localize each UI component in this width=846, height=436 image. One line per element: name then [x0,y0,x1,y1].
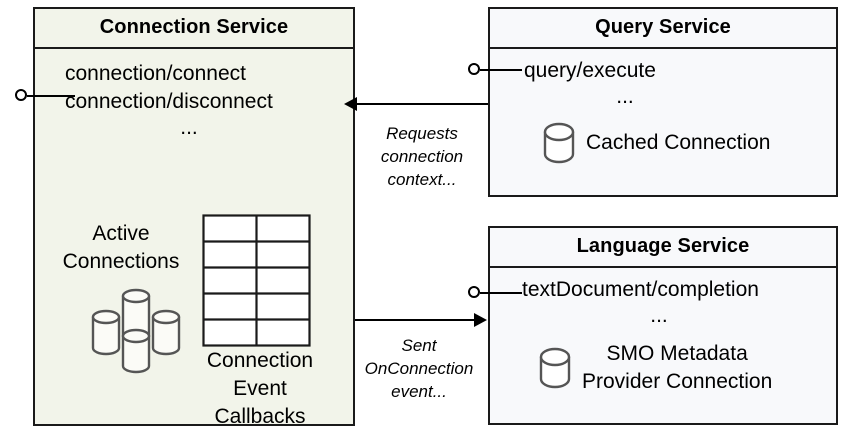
method-query-execute: query/execute [524,59,656,82]
provider-label-line2: Provider Connection [582,370,773,393]
callbacks-label-line2: Event [233,377,287,400]
active-connections-label-line1: Active [92,222,150,245]
query-service-title: Query Service [490,9,836,49]
database-icon [543,122,575,164]
callbacks-label-line1: Connection [206,349,314,372]
provider-label-line1: SMO Metadata [606,342,748,365]
database-icon [539,347,571,389]
query-service-methods-ellipsis: ... [616,85,634,108]
provider-connection-label: SMO Metadata Provider Connection [582,340,772,396]
callbacks-label-line3: Callbacks [214,405,306,428]
arrow-head-icon [474,313,487,327]
arrow-label-line3: event... [391,382,447,401]
lollipop-stem [27,95,75,97]
language-service-title: Language Service [490,228,836,268]
method-connection-disconnect: connection/disconnect [65,90,273,113]
connection-service-body: connection/connect connection/disconnect… [35,49,353,428]
cached-connection-label: Cached Connection [586,131,771,154]
method-connection-connect: connection/connect [65,62,246,85]
active-connections-label: Active Connections [41,220,201,276]
connection-event-callbacks-label: Connection Event Callbacks [185,347,335,431]
language-service-body: textDocument/completion ... SMO Metadata… [490,268,836,423]
component-language-service[interactable]: Language Service textDocument/completion… [488,226,838,425]
db-cluster-icon [91,288,181,374]
arrow-label-line2: OnConnection [364,359,474,378]
active-connections-label-line2: Connections [62,250,180,273]
connection-service-methods: connection/connect connection/disconnect… [35,60,353,140]
method-textdocument-completion: textDocument/completion [522,278,759,301]
language-service-methods: textDocument/completion ... [490,276,836,328]
arrow-label-line1: Sent [401,336,437,355]
lollipop-ball-icon [468,286,480,298]
arrow-label-line2: connection [380,147,464,166]
arrow-label-requests-connection-context: Requests connection context... [347,122,497,191]
query-service-body: query/execute ... Cached Connection [490,49,836,195]
lollipop-ball-icon [15,89,27,101]
arrow-shaft [356,103,488,105]
cached-connection-row: Cached Connection [542,121,770,165]
arrow-shaft [355,319,475,321]
component-query-service[interactable]: Query Service query/execute ... Cached C… [488,7,838,197]
arrow-head-icon [344,97,357,111]
connection-service-title: Connection Service [35,9,353,49]
lollipop-ball-icon [468,63,480,75]
component-connection-service[interactable]: Connection Service connection/connect co… [33,7,355,428]
lollipop-stem [480,292,522,294]
language-service-methods-ellipsis: ... [650,304,668,327]
query-service-methods: query/execute ... [490,57,836,109]
arrow-label-line1: Requests [386,124,458,143]
arrow-label-sent-onconnection-event: Sent OnConnection event... [344,334,494,403]
provider-connection-row: SMO Metadata Provider Connection [538,340,772,396]
lollipop-stem [480,69,522,71]
arrow-label-line3: context... [387,170,457,189]
connection-service-methods-ellipsis: ... [180,116,198,139]
connection-event-table-icon [202,214,311,347]
